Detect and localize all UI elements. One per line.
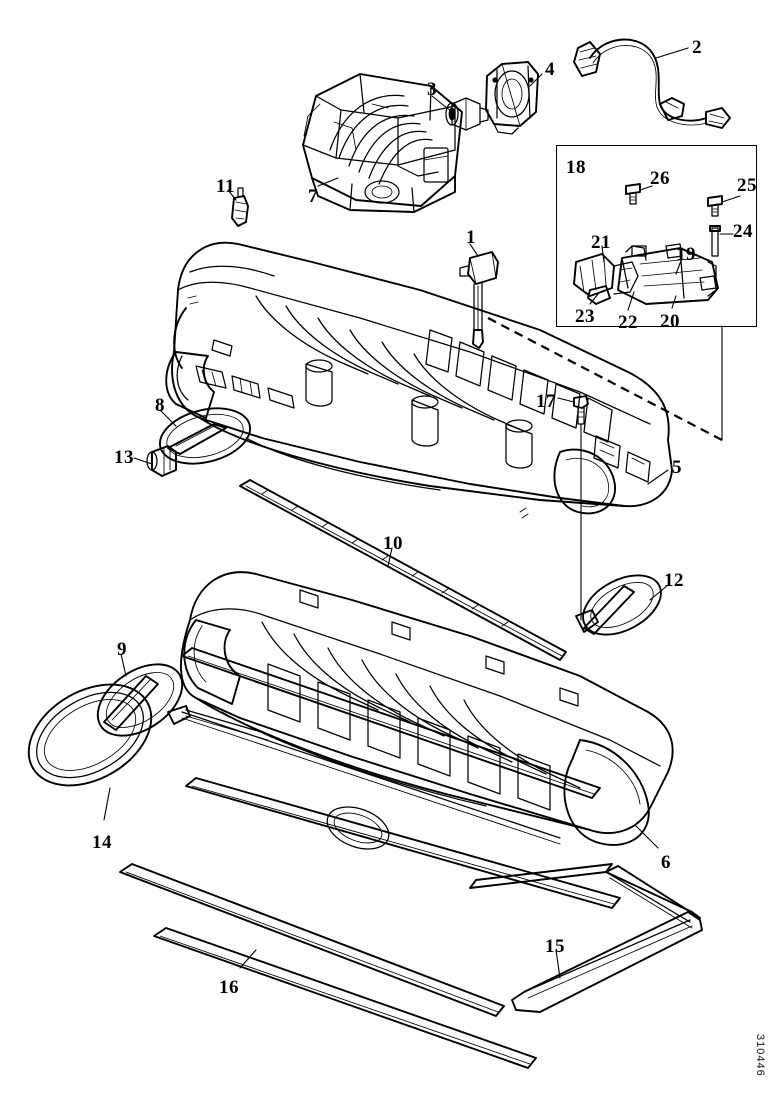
callout-3: 3 [427,79,437,100]
callout-21: 21 [591,232,611,253]
callout-22: 22 [618,312,638,333]
callout-19: 19 [676,244,696,265]
part-large-oval-gasket-14 [27,683,153,787]
part-gasket-strip-10 [239,479,567,661]
callout-24: 24 [733,221,753,242]
callout-23: 23 [575,306,595,327]
part-throttle-body-adapter [445,97,489,131]
callout-20: 20 [660,311,680,332]
callout-4: 4 [545,59,555,80]
callout-16: 16 [219,977,239,998]
callout-10: 10 [383,533,403,554]
part-iat-sensor [459,251,499,349]
part-gasket-9 [96,663,269,741]
part-gasket-12 [575,574,662,636]
part-upper-plenum-cover [302,73,463,213]
part-long-seal-strip-16 [119,863,537,1069]
part-u-channel-seal-15 [469,863,703,1013]
part-throttle-body [485,61,539,135]
callout-1: 1 [466,227,476,248]
part-upper-manifold [165,241,673,519]
callout-7: 7 [308,186,318,207]
callout-26: 26 [650,168,670,189]
part-grommet-13 [146,445,177,477]
inset-detail-contents [573,183,723,305]
callout-12: 12 [664,570,684,591]
callout-leader-lines [103,47,741,979]
callout-13: 13 [114,447,134,468]
callout-14: 14 [92,832,112,853]
detail-inset-box [556,145,757,327]
callout-9: 9 [117,639,127,660]
callout-11: 11 [216,176,235,197]
callout-5: 5 [672,457,682,478]
part-oval-seal-8 [158,407,252,465]
callout-6: 6 [661,852,671,873]
part-retaining-clip [231,187,249,227]
callout-15: 15 [545,936,565,957]
drawing-number-watermark: 310446 [754,1034,766,1077]
part-wiring-harness [573,38,731,129]
callout-18: 18 [566,157,586,178]
callout-2: 2 [692,37,702,58]
callout-8: 8 [155,395,165,416]
callout-17: 17 [536,391,556,412]
part-lower-manifold [180,571,674,909]
callout-25: 25 [737,175,757,196]
